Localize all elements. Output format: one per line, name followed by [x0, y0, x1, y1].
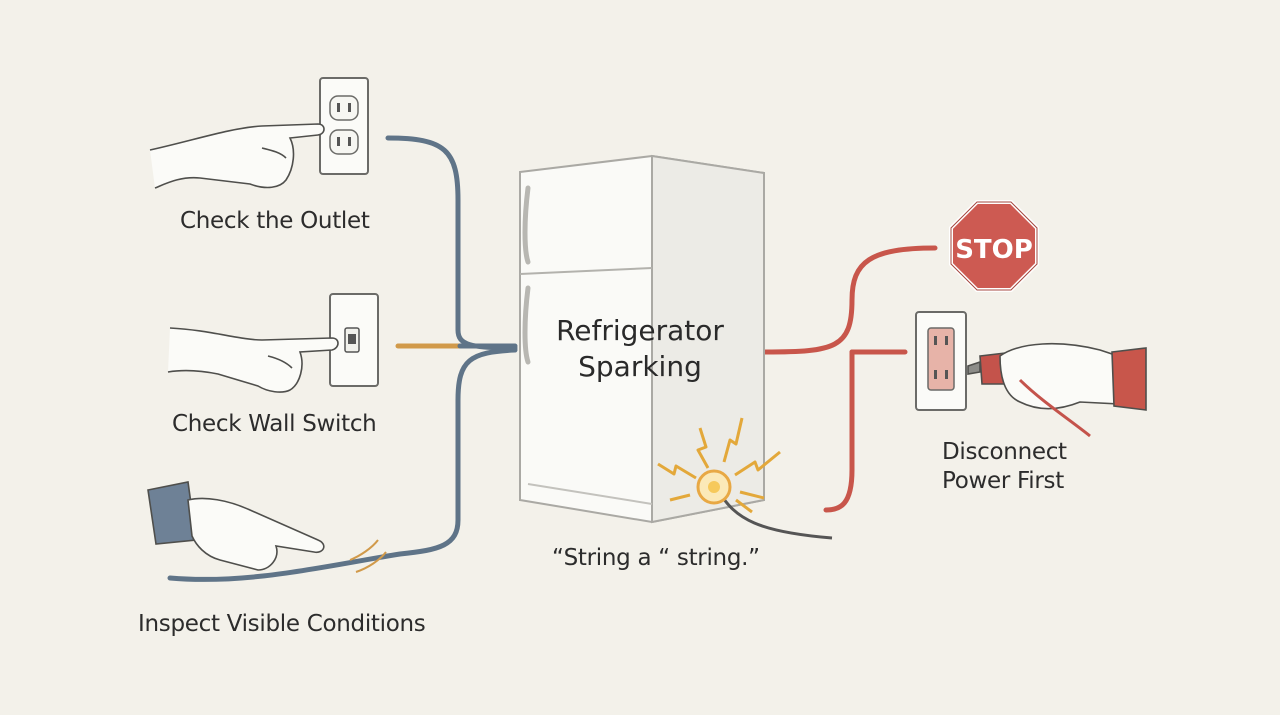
central-topic-line1: Refrigerator	[556, 314, 724, 347]
central-topic-line2: Sparking	[578, 350, 702, 383]
connector-visible	[167, 347, 518, 582]
svg-text:STOP: STOP	[955, 235, 1033, 265]
right-branch-connectors	[762, 245, 938, 513]
caption: “String a “ string.”	[552, 545, 760, 571]
pointing-hand-outlet-icon	[149, 123, 325, 189]
refrigerator-illustration	[519, 154, 833, 540]
spark-burst-icon	[657, 417, 781, 514]
label-disconnect-line2: Power First	[942, 468, 1064, 494]
hand-unplugging-icon	[967, 343, 1147, 438]
motion-marks-icon	[349, 539, 387, 573]
label-disconnect-power: Disconnect Power First	[942, 438, 1067, 496]
left-branch-connectors	[167, 135, 518, 582]
connector-outlet	[385, 135, 518, 351]
pointing-hand-visible-icon	[147, 481, 325, 571]
label-disconnect-line1: Disconnect	[942, 439, 1067, 465]
connector-lower	[823, 349, 855, 513]
wall-outlet-icon	[319, 77, 369, 175]
gfci-outlet-icon	[915, 311, 967, 411]
pointing-hand-switch-icon	[167, 327, 339, 393]
stop-sign-icon: STOP	[949, 200, 1039, 292]
label-check-outlet: Check the Outlet	[180, 208, 370, 234]
label-inspect-visible-conditions: Inspect Visible Conditions	[138, 611, 426, 637]
central-topic: Refrigerator Sparking	[540, 313, 740, 385]
connector-stop	[762, 245, 938, 355]
label-check-wall-switch: Check Wall Switch	[172, 411, 377, 437]
